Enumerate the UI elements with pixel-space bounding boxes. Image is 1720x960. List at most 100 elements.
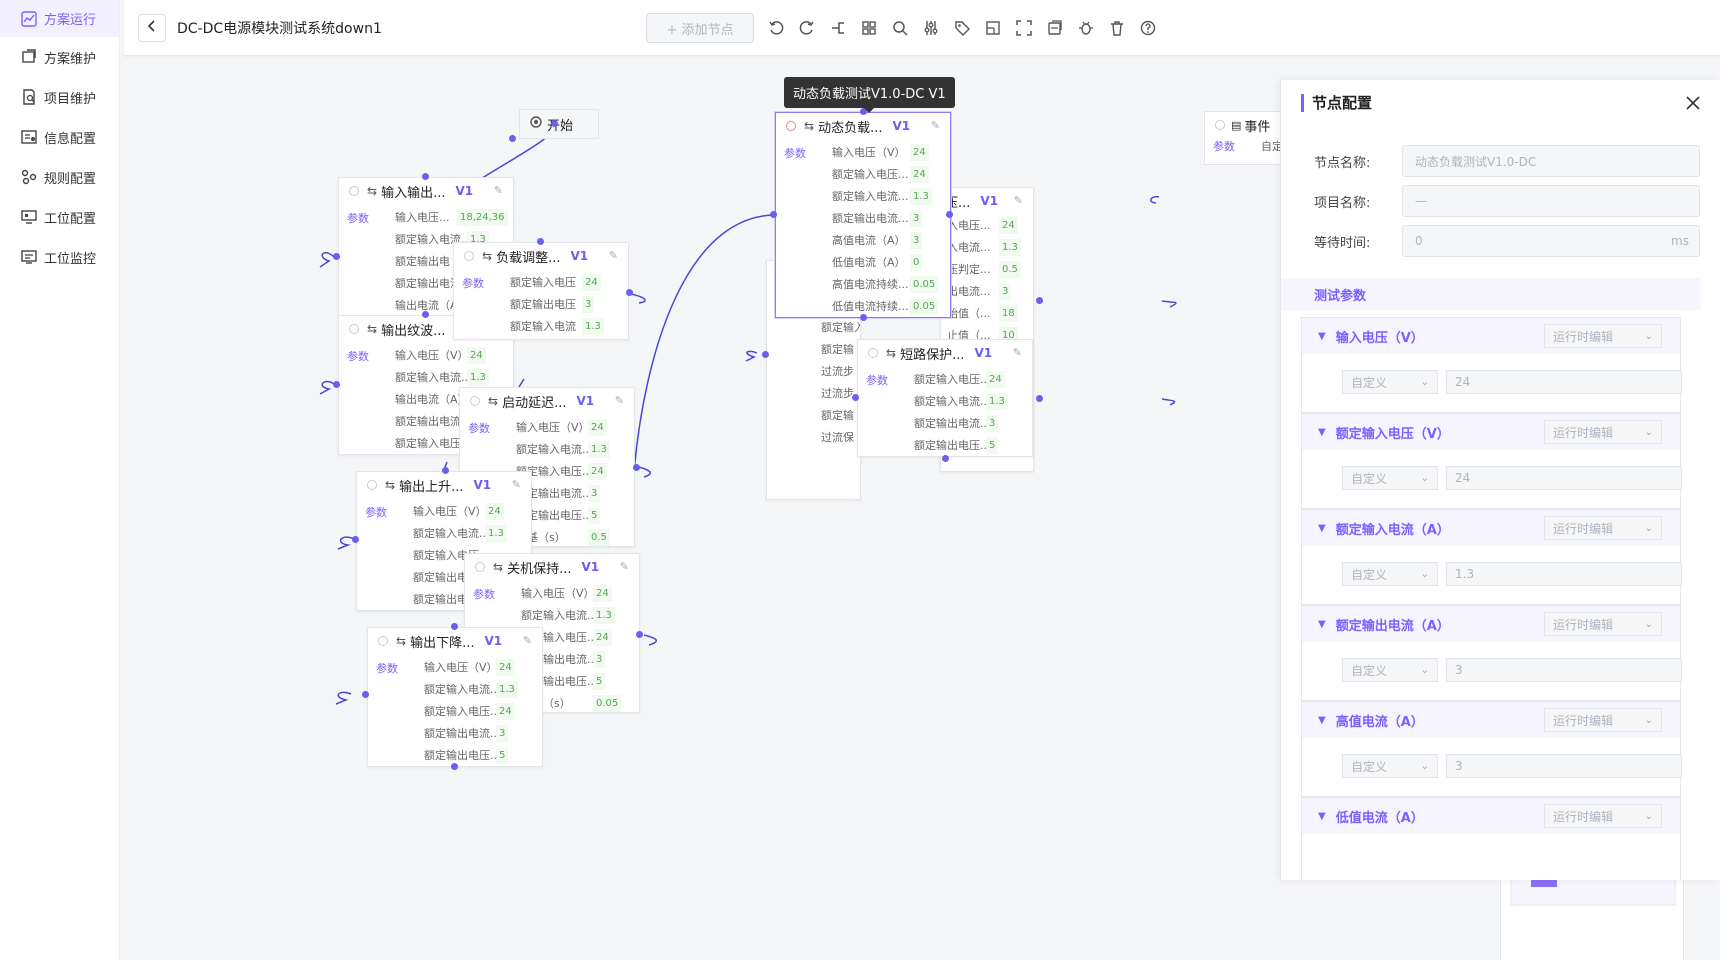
port[interactable] xyxy=(1036,297,1043,304)
flow-node-short-circuit[interactable]: ⇆ 短路保护... V1 ✎ 参数 额定输入电压...24 额定输入电流...1… xyxy=(857,339,1033,457)
sidebar-item-rule-config[interactable]: 规则配置 xyxy=(0,157,119,197)
pin-icon[interactable]: ✎ xyxy=(522,634,532,647)
tag-icon[interactable] xyxy=(951,17,973,39)
value-type-select[interactable]: 自定义⌄ xyxy=(1342,754,1438,778)
edit-mode-select[interactable]: 运行时编辑⌄ xyxy=(1544,516,1662,540)
edit-mode-select[interactable]: 运行时编辑⌄ xyxy=(1544,708,1662,732)
pin-icon[interactable]: ✎ xyxy=(1012,346,1022,359)
frame-icon[interactable] xyxy=(982,17,1004,39)
port[interactable] xyxy=(422,173,429,180)
close-icon[interactable] xyxy=(1686,94,1700,115)
param-card-header[interactable]: ▼ 额定输出电流（A） 运行时编辑⌄ xyxy=(1302,606,1680,642)
zoom-icon[interactable] xyxy=(889,17,911,39)
param-value-input[interactable]: 24 xyxy=(1446,466,1682,490)
param-value-input[interactable]: 3 xyxy=(1446,658,1682,682)
pin-icon[interactable]: ✎ xyxy=(930,119,940,132)
layout-icon[interactable] xyxy=(858,17,880,39)
event-node[interactable]: ▤ 事件 参数 自定 xyxy=(1204,111,1294,165)
port[interactable] xyxy=(422,311,429,318)
pin-icon[interactable]: ✎ xyxy=(614,394,624,407)
param-key: 输出电流（A） xyxy=(395,393,467,406)
select-value: 自定义 xyxy=(1351,759,1388,774)
port[interactable] xyxy=(362,691,369,698)
back-button[interactable] xyxy=(138,14,166,42)
value-type-select[interactable]: 自定义⌄ xyxy=(1342,466,1438,490)
param-card-header[interactable]: ▼ 额定输入电流（A） 运行时编辑⌄ xyxy=(1302,510,1680,546)
port[interactable] xyxy=(451,623,458,630)
port[interactable] xyxy=(442,467,449,474)
param-value-input[interactable]: 24 xyxy=(1446,370,1682,394)
port[interactable] xyxy=(770,211,777,218)
port[interactable] xyxy=(762,351,769,358)
port[interactable] xyxy=(509,135,516,142)
port[interactable] xyxy=(451,763,458,770)
debug-icon[interactable] xyxy=(1075,17,1097,39)
param-key: 额定输入电压... xyxy=(424,705,496,718)
port[interactable] xyxy=(860,314,867,321)
port[interactable] xyxy=(333,381,340,388)
param-card-header[interactable]: ▼ 高值电流（A） 运行时编辑⌄ xyxy=(1302,702,1680,738)
redo-icon[interactable] xyxy=(796,17,818,39)
sidebar-item-info-config[interactable]: 信息配置 xyxy=(0,117,119,157)
fullscreen-icon[interactable] xyxy=(1013,17,1035,39)
flow-canvas[interactable]: 开始 ▤ 事件 参数 自定 额定输入电流... 额定输 过流步 过流步 额定输 … xyxy=(124,57,1720,960)
value-type-select[interactable]: 自定义⌄ xyxy=(1342,658,1438,682)
delete-icon[interactable] xyxy=(1106,17,1128,39)
param-card-header[interactable]: ▼ 额定输入电压（V） 运行时编辑⌄ xyxy=(1302,414,1680,450)
sidebar-item-scheme-maintain[interactable]: 方案维护 xyxy=(0,37,119,77)
undo-icon[interactable] xyxy=(765,17,787,39)
edit-mode-select[interactable]: 运行时编辑⌄ xyxy=(1544,612,1662,636)
value-type-select[interactable]: 自定义⌄ xyxy=(1342,370,1438,394)
sidebar-item-station-monitor[interactable]: 工位监控 xyxy=(0,237,119,277)
node-name-input[interactable]: 动态负载测试V1.0-DC xyxy=(1402,145,1700,177)
edit-mode-select[interactable]: 运行时编辑⌄ xyxy=(1544,804,1662,828)
param-label: 参数 xyxy=(784,147,806,160)
param-card-header[interactable]: ▼ 输入电压（V） 运行时编辑⌄ xyxy=(1302,318,1680,354)
param-key: 额定输入电流... xyxy=(832,190,909,203)
param-value: 5 xyxy=(986,436,999,454)
port[interactable] xyxy=(537,238,544,245)
port[interactable] xyxy=(352,536,359,543)
pin-icon[interactable]: ✎ xyxy=(1013,194,1023,207)
port[interactable] xyxy=(946,211,953,218)
port[interactable] xyxy=(626,289,633,296)
param-key: 额定输出电流... xyxy=(832,212,909,225)
branch-icon[interactable] xyxy=(827,17,849,39)
export-icon[interactable] xyxy=(1044,17,1066,39)
help-icon[interactable] xyxy=(1137,17,1159,39)
add-node-button[interactable]: + 添加节点 xyxy=(646,13,754,43)
port[interactable] xyxy=(633,464,640,471)
param-value-input[interactable]: 3 xyxy=(1446,754,1682,778)
flow-node-ripple[interactable]: ⇆ 输出纹波... V1 ✎ 参数 输入电压（V）24 额定输入电流...1.3… xyxy=(338,315,514,455)
param-value: 24 xyxy=(593,584,612,602)
pin-icon[interactable]: ✎ xyxy=(608,249,618,262)
port[interactable] xyxy=(551,120,558,127)
port[interactable] xyxy=(852,394,859,401)
pin-icon[interactable]: ✎ xyxy=(619,560,629,573)
param-value: 3 xyxy=(496,724,509,742)
edit-mode-select[interactable]: 运行时编辑⌄ xyxy=(1544,324,1662,348)
sidebar-item-scheme-run[interactable]: 方案运行 xyxy=(0,0,119,37)
pin-icon[interactable]: ✎ xyxy=(511,478,521,491)
port[interactable] xyxy=(860,108,867,115)
sidebar-item-project-maintain[interactable]: 项目维护 xyxy=(0,77,119,117)
param-card-header[interactable]: ▼ 低值电流（A） 运行时编辑⌄ xyxy=(1302,798,1680,834)
edit-mode-select[interactable]: 运行时编辑⌄ xyxy=(1544,420,1662,444)
value-type-select[interactable]: 自定义⌄ xyxy=(1342,562,1438,586)
port[interactable] xyxy=(1036,395,1043,402)
flow-node-dynamic-load[interactable]: ⇆ 动态负载... V1 ✎ 参数 输入电压（V）24 额定输入电压...24 … xyxy=(775,112,951,318)
sidebar-item-station-config[interactable]: 工位配置 xyxy=(0,197,119,237)
param-key: 入电流... xyxy=(947,241,991,254)
filter-icon[interactable] xyxy=(920,17,942,39)
port[interactable] xyxy=(333,253,340,260)
port[interactable] xyxy=(942,455,949,462)
start-node[interactable]: 开始 xyxy=(519,109,599,139)
port[interactable] xyxy=(636,631,643,638)
event-title: 事件 xyxy=(1244,119,1271,135)
flow-node-fall[interactable]: ⇆ 输出下降... V1 ✎ 参数 输入电压（V）24 额定输入电流...1.3… xyxy=(367,627,543,767)
project-name-input[interactable]: — xyxy=(1402,185,1700,217)
param-value-input[interactable]: 1.3 xyxy=(1446,562,1682,586)
pin-icon[interactable]: ✎ xyxy=(493,184,503,197)
